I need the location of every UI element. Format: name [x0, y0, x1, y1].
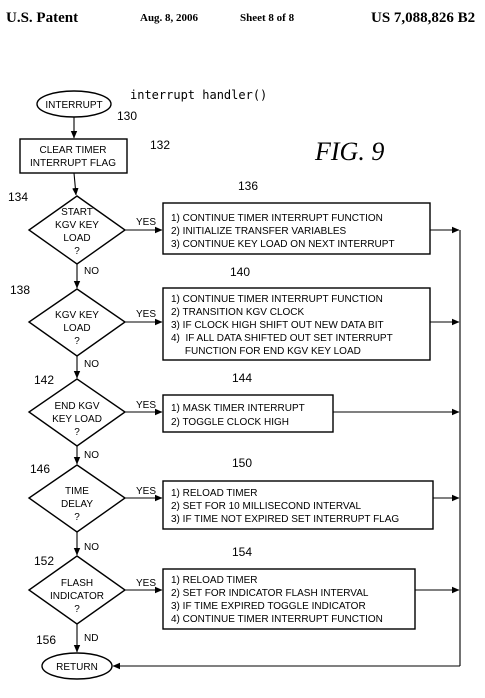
action-line: 1) RELOAD TIMER: [171, 488, 258, 499]
decision-line: ?: [74, 604, 80, 615]
action-line: FUNCTION FOR END KGV KEY LOAD: [171, 346, 361, 357]
yes-label: YES: [136, 309, 156, 320]
no-label: ND: [84, 633, 98, 644]
decision-time-delay: TIME DELAY ? 146: [27, 462, 127, 533]
action-line: 2) TOGGLE CLOCK HIGH: [171, 417, 289, 428]
decision-ref: 146: [30, 462, 50, 476]
decision-flash-indicator: FLASH INDICATOR ? 152: [27, 554, 127, 625]
action-line: 1) MASK TIMER INTERRUPT: [171, 403, 305, 414]
action-line: 4) IF ALL DATA SHIFTED OUT SET INTERRUPT: [171, 333, 393, 344]
yes-label: YES: [136, 217, 156, 228]
decision-kgv-key-load: KGV KEY LOAD ? 138: [10, 283, 127, 357]
start-label: INTERRUPT: [45, 100, 102, 111]
return-ref: 156: [36, 633, 56, 647]
action-box-154: 1) RELOAD TIMER 2) SET FOR INDICATOR FLA…: [162, 545, 416, 630]
header-patent-number: US 7,088,826 B2: [371, 10, 475, 26]
start-ref: 130: [117, 109, 137, 123]
action-ref: 150: [232, 456, 252, 470]
action-ref: 140: [230, 265, 250, 279]
decision-line: DELAY: [61, 499, 93, 510]
no-label: NO: [84, 450, 99, 461]
action-line: 3) IF TIME NOT EXPIRED SET INTERRUPT FLA…: [171, 514, 399, 525]
decision-line: ?: [74, 427, 80, 438]
action-box-144: 1) MASK TIMER INTERRUPT 2) TOGGLE CLOCK …: [162, 371, 334, 433]
decision-line: START: [61, 207, 93, 218]
decision-ref: 134: [8, 190, 28, 204]
clear-ref: 132: [150, 138, 170, 152]
action-line: 3) CONTINUE KEY LOAD ON NEXT INTERRUPT: [171, 239, 395, 250]
header-left: U.S. Patent: [6, 10, 78, 26]
action-line: 1) RELOAD TIMER: [171, 575, 258, 586]
clear-flag-box: [19, 138, 128, 174]
handler-note: interrupt handler(): [130, 88, 267, 102]
decision-end-kgv-key-load: END KGV KEY LOAD ? 142: [27, 373, 127, 447]
decision-line: KGV KEY: [55, 220, 99, 231]
decision-line: TIME: [65, 486, 89, 497]
return-label: RETURN: [56, 662, 98, 673]
clear-line-2: INTERRUPT FLAG: [30, 158, 116, 169]
action-box-136: 1) CONTINUE TIMER INTERRUPT FUNCTION 2) …: [162, 179, 431, 255]
header-date: Aug. 8, 2006: [140, 12, 199, 24]
decision-line: LOAD: [63, 233, 90, 244]
action-ref: 136: [238, 179, 258, 193]
action-line: 1) CONTINUE TIMER INTERRUPT FUNCTION: [171, 294, 383, 305]
action-line: 4) CONTINUE TIMER INTERRUPT FUNCTION: [171, 614, 383, 625]
decision-line: END KGV: [54, 401, 99, 412]
figure-label: FIG. 9: [314, 137, 384, 166]
action-box-150: 1) RELOAD TIMER 2) SET FOR 10 MILLISECON…: [162, 456, 434, 530]
action-ref: 144: [232, 371, 252, 385]
action-line: 2) INITIALIZE TRANSFER VARIABLES: [171, 226, 347, 237]
action-line: 2) SET FOR INDICATOR FLASH INTERVAL: [171, 588, 369, 599]
header-sheet: Sheet 8 of 8: [240, 12, 295, 24]
action-line: 3) IF TIME EXPIRED TOGGLE INDICATOR: [171, 601, 366, 612]
yes-label: YES: [136, 400, 156, 411]
action-line: 3) IF CLOCK HIGH SHIFT OUT NEW DATA BIT: [171, 320, 384, 331]
decision-line: LOAD: [63, 323, 90, 334]
action-ref: 154: [232, 545, 252, 559]
decision-line: INDICATOR: [50, 591, 104, 602]
flow-arrow: [72, 172, 79, 196]
decision-line: KEY LOAD: [52, 414, 102, 425]
decision-ref: 152: [34, 554, 54, 568]
decision-ref: 138: [10, 283, 30, 297]
action-line: 1) CONTINUE TIMER INTERRUPT FUNCTION: [171, 213, 383, 224]
no-label: NO: [84, 359, 99, 370]
clear-line-1: CLEAR TIMER: [39, 145, 106, 156]
decision-line: ?: [74, 512, 80, 523]
action-box-140: 1) CONTINUE TIMER INTERRUPT FUNCTION 2) …: [162, 265, 431, 361]
action-line: 2) TRANSITION KGV CLOCK: [171, 307, 305, 318]
decision-line: FLASH: [61, 578, 93, 589]
decision-line: ?: [74, 246, 80, 257]
action-line: 2) SET FOR 10 MILLISECOND INTERVAL: [171, 501, 361, 512]
return-terminal: [41, 652, 113, 680]
decision-start-kgv-key-load: START KGV KEY LOAD ? 134: [8, 190, 127, 265]
decision-ref: 142: [34, 373, 54, 387]
decision-line: ?: [74, 336, 80, 347]
yes-label: YES: [136, 578, 156, 589]
no-label: NO: [84, 542, 99, 553]
yes-label: YES: [136, 486, 156, 497]
decision-line: KGV KEY: [55, 310, 99, 321]
no-label: NO: [84, 266, 99, 277]
